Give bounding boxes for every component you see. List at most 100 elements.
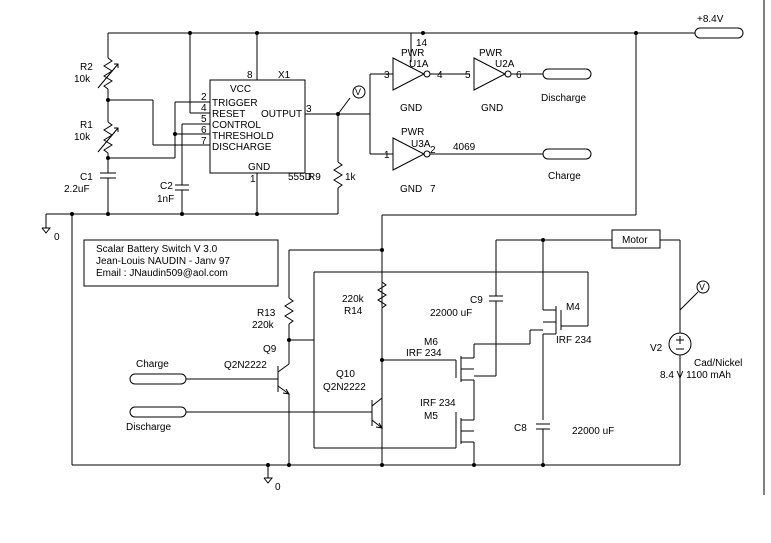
battery-name: V2 bbox=[650, 343, 663, 354]
u2a-out-pin: 6 bbox=[516, 70, 522, 81]
u3a-pwr: PWR bbox=[401, 127, 424, 138]
supply-port[interactable]: +8.4V bbox=[694, 14, 744, 39]
q9-part: Q2N2222 bbox=[224, 360, 267, 371]
c9-name: C9 bbox=[470, 295, 483, 306]
r1-name: R1 bbox=[80, 120, 93, 131]
timer-vcc: VCC bbox=[230, 84, 251, 95]
info-line2: Jean-Louis NAUDIN - Janv 97 bbox=[96, 256, 230, 267]
q9-name: Q9 bbox=[263, 344, 277, 355]
u3a-part: 4069 bbox=[453, 142, 476, 153]
c2-name: C2 bbox=[160, 181, 173, 192]
inverter-u1a: PWR 14 U1A GND 3 4 bbox=[384, 33, 470, 114]
supply-drop bbox=[380, 33, 637, 465]
timer-pin7: 7 bbox=[201, 136, 207, 147]
m6-part: IRF 234 bbox=[406, 348, 442, 359]
r9-resistor: R9 1k bbox=[308, 114, 357, 214]
q9-transistor: Q9 Q2N2222 bbox=[186, 338, 314, 465]
ground-bus-left: 0 bbox=[41, 212, 338, 465]
ground-label-bottom: 0 bbox=[275, 482, 281, 493]
r13-value: 220k bbox=[252, 320, 275, 331]
m5-part: IRF 234 bbox=[420, 398, 456, 409]
c8-name: C8 bbox=[514, 423, 527, 434]
u1a-ref: U1A bbox=[409, 59, 429, 70]
q10-part: Q2N2222 bbox=[323, 382, 366, 393]
r14-value: 220k bbox=[342, 294, 365, 305]
timer-control: CONTROL bbox=[212, 120, 261, 131]
u1a-in-pin: 3 bbox=[384, 70, 390, 81]
inverter-u2a: PWR U2A GND 5 6 bbox=[465, 48, 543, 114]
ground-label-top: 0 bbox=[54, 232, 60, 243]
timer-pin4: 4 bbox=[201, 103, 207, 114]
m4-part: IRF 234 bbox=[556, 335, 592, 346]
battery-type: Cad/Nickel bbox=[694, 358, 742, 369]
r1-value: 10k bbox=[74, 132, 91, 143]
c1-capacitor: C1 2.2uF bbox=[64, 172, 116, 214]
timer-output: OUTPUT bbox=[261, 109, 302, 120]
probe2-label: V bbox=[699, 282, 705, 292]
timer-threshold: THRESHOLD bbox=[212, 131, 274, 142]
timer-discharge: DISCHARGE bbox=[212, 142, 272, 153]
m6-mosfet: M6 IRF 234 bbox=[406, 337, 475, 420]
r13-name: R13 bbox=[257, 308, 276, 319]
charge-out-label: Charge bbox=[548, 171, 581, 182]
c2-capacitor: C2 1nF bbox=[157, 123, 210, 214]
discharge-input-port[interactable]: Discharge bbox=[126, 406, 187, 433]
u3a-out-pin: 2 bbox=[430, 145, 436, 156]
q10-transistor: Q10 Q2N2222 bbox=[186, 369, 383, 429]
timer-pin6: 6 bbox=[201, 125, 207, 136]
output-node: V bbox=[305, 73, 393, 155]
info-box: Scalar Battery Switch V 3.0 Jean-Louis N… bbox=[83, 239, 279, 287]
timer-trigger: TRIGGER bbox=[212, 98, 258, 109]
r14-resistor: 220k R14 bbox=[342, 281, 387, 317]
timer-pin1: 1 bbox=[250, 174, 256, 185]
timer-part: 555D bbox=[288, 172, 312, 183]
info-line3: Email : JNaudin509@aol.com bbox=[96, 268, 228, 279]
supply-label: +8.4V bbox=[697, 14, 724, 25]
battery-v2: V2 Cad/Nickel 8.4 V 1100 mAh bbox=[650, 332, 742, 465]
timer-pin5: 5 bbox=[201, 114, 207, 125]
c8-value: 22000 uF bbox=[572, 426, 614, 437]
timer-reset: RESET bbox=[212, 109, 245, 120]
u2a-pwr: PWR bbox=[479, 48, 502, 59]
u1a-pwr-pin: 14 bbox=[416, 38, 428, 49]
charge-output-port[interactable]: Charge bbox=[542, 148, 592, 182]
r2-resistor: R2 10k bbox=[74, 33, 119, 115]
m4-name: M4 bbox=[566, 302, 580, 313]
c2-value: 1nF bbox=[157, 194, 174, 205]
c9-capacitor: C9 22000 uF bbox=[430, 240, 503, 376]
timer-pin8: 8 bbox=[247, 70, 253, 81]
c1-value: 2.2uF bbox=[64, 184, 90, 195]
r1-resistor: R1 10k bbox=[74, 115, 119, 154]
discharge-output-port[interactable]: Discharge bbox=[541, 68, 592, 104]
u3a-gnd-pin: 7 bbox=[430, 184, 436, 195]
battery-spec: 8.4 V 1100 mAh bbox=[660, 370, 731, 381]
r2-value: 10k bbox=[74, 74, 91, 85]
supply-rail bbox=[108, 31, 695, 35]
motor-label: Motor bbox=[622, 235, 648, 246]
timer-gnd: GND bbox=[248, 162, 270, 173]
c9-value: 22000 uF bbox=[430, 308, 472, 319]
timer-pin3: 3 bbox=[306, 104, 312, 115]
m5-name: M5 bbox=[424, 411, 438, 422]
c1-name: C1 bbox=[80, 172, 93, 183]
charge-input-port[interactable]: Charge bbox=[129, 359, 187, 385]
ground-bus-bottom: 0 bbox=[72, 463, 680, 493]
r2-name: R2 bbox=[80, 62, 93, 73]
r9-name: R9 bbox=[308, 172, 321, 183]
m5-mosfet: IRF 234 M5 bbox=[420, 398, 475, 465]
u3a-in-pin: 1 bbox=[384, 150, 390, 161]
discharge-out-label: Discharge bbox=[541, 93, 586, 104]
m6-name: M6 bbox=[424, 337, 438, 348]
timer-555: VCC X1 8 TRIGGER RESET CONTROL THRESHOLD… bbox=[201, 33, 312, 214]
probe-label: V bbox=[355, 87, 361, 97]
u2a-gnd: GND bbox=[481, 103, 503, 114]
u2a-in-pin: 5 bbox=[465, 70, 471, 81]
u1a-pwr: PWR bbox=[401, 48, 424, 59]
gate-drive-loop bbox=[313, 271, 589, 449]
u2a-ref: U2A bbox=[495, 59, 515, 70]
timer-pin2: 2 bbox=[201, 92, 207, 103]
r14-name: R14 bbox=[344, 306, 363, 317]
inverter-u3a: PWR U3A GND 7 1 2 4069 bbox=[384, 127, 543, 195]
c8-capacitor: C8 22000 uF bbox=[514, 423, 614, 465]
